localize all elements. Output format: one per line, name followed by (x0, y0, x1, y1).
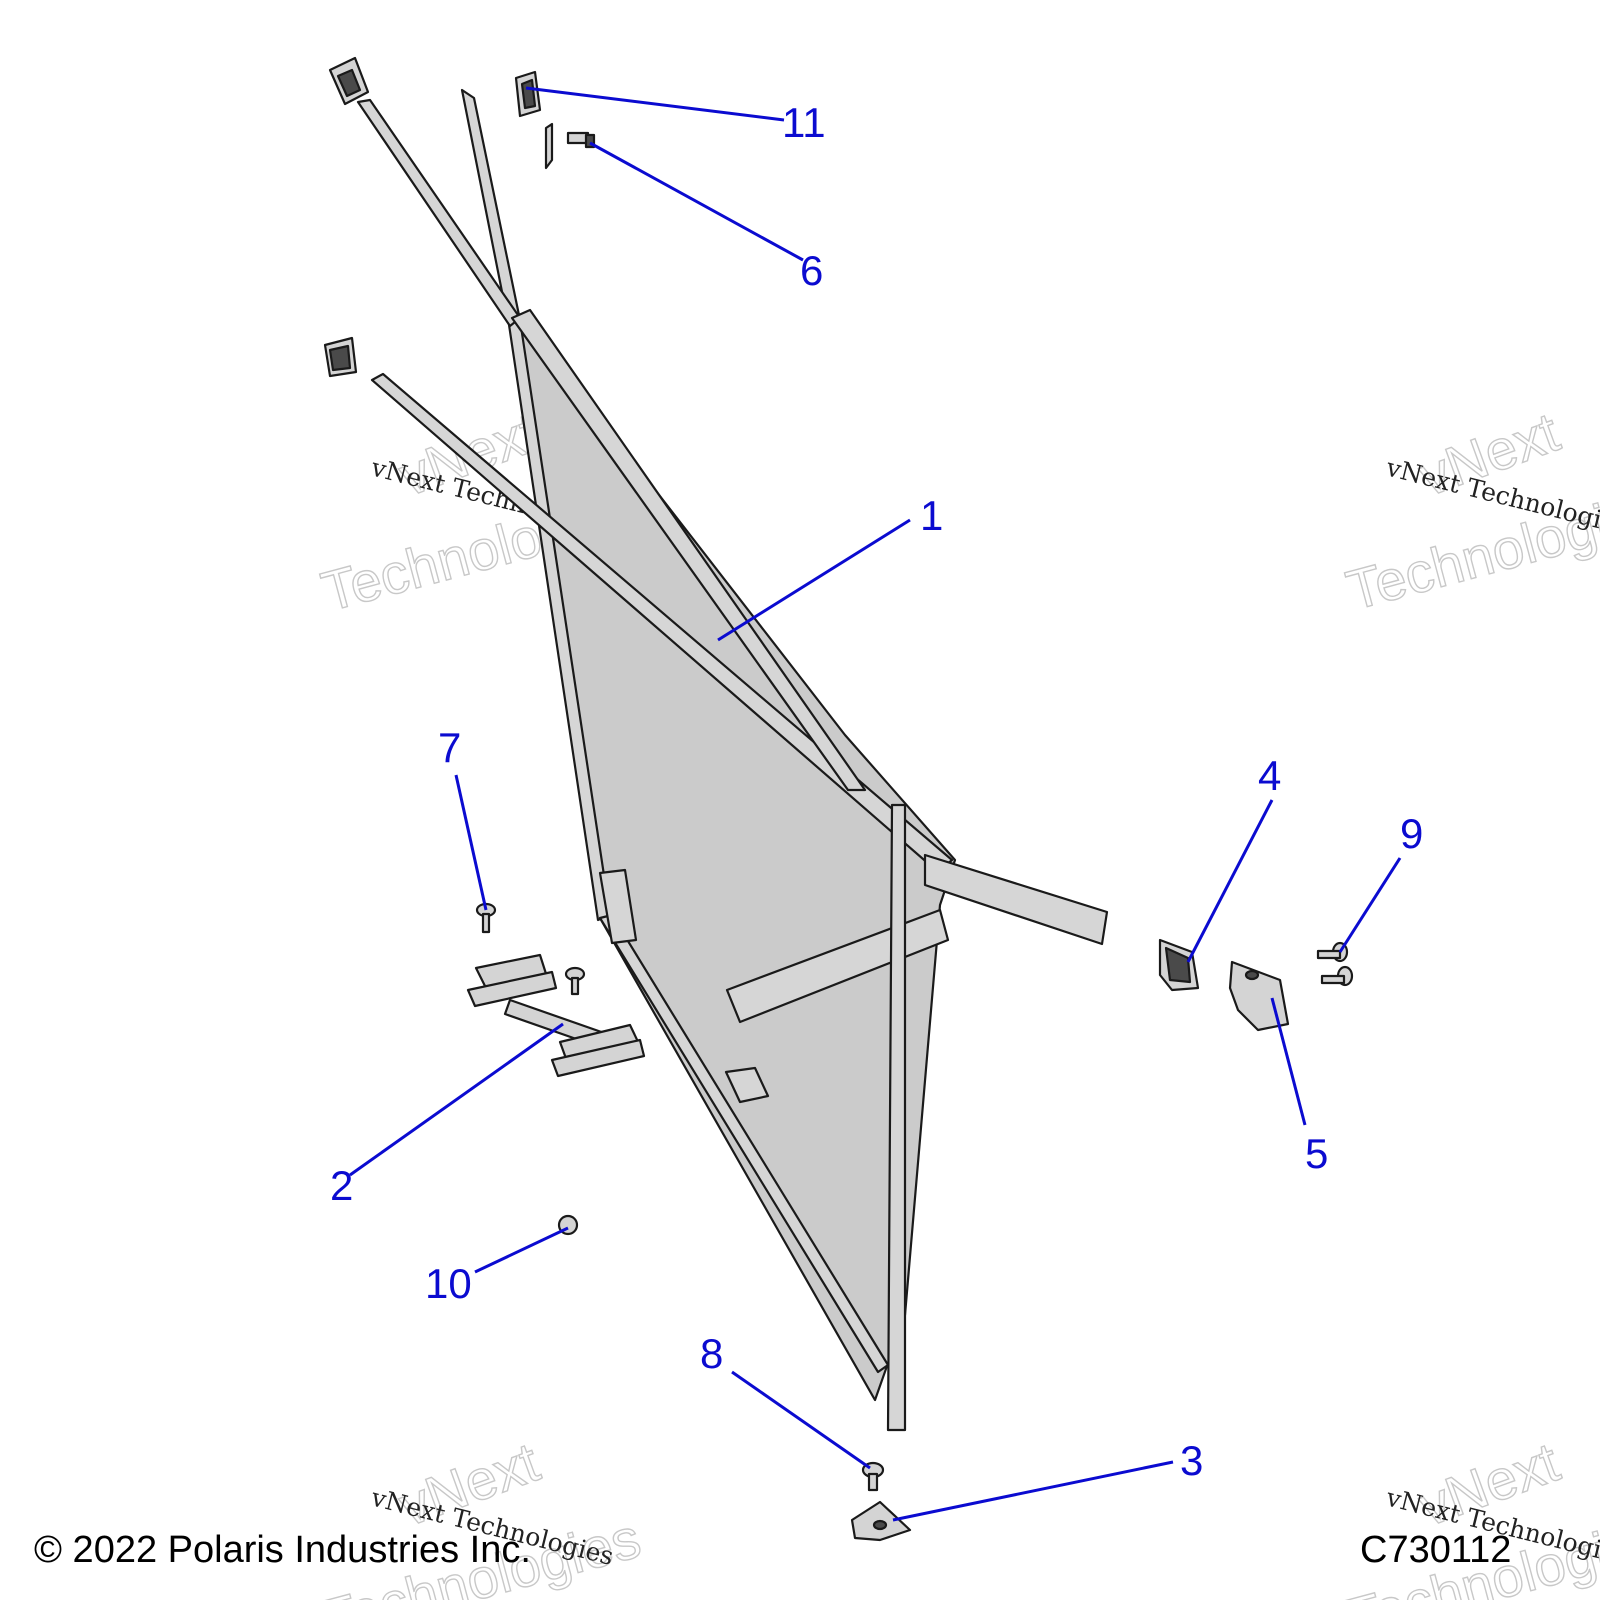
leader-11 (525, 86, 785, 122)
door-panel-part-1 (323, 56, 1109, 1432)
callout-11: 11 (782, 99, 826, 146)
callout-6: 6 (800, 247, 823, 294)
striker-part-5 (1228, 960, 1290, 1032)
drawing-id: C730112 (1360, 1529, 1511, 1571)
leader-1 (717, 518, 911, 642)
leader-7 (454, 774, 488, 911)
clip-part-11 (514, 70, 542, 118)
leader-10 (474, 1226, 569, 1274)
leader-3 (892, 1460, 1174, 1522)
leader-9 (1338, 857, 1402, 953)
leader-2 (349, 1022, 564, 1177)
callout-7: 7 (438, 724, 461, 771)
leader-8 (731, 1370, 871, 1470)
leader-lines (349, 86, 1402, 1522)
screw-near-bracket (564, 966, 586, 996)
copyright-text: © 2022 Polaris Industries Inc. (34, 1529, 531, 1571)
leader-4 (1186, 799, 1274, 963)
callout-2: 2 (330, 1162, 353, 1209)
callout-5: 5 (1305, 1130, 1328, 1177)
callout-3: 3 (1180, 1437, 1203, 1484)
bracket-part-2 (466, 953, 646, 1078)
callout-4: 4 (1258, 752, 1281, 799)
callout-9: 9 (1400, 810, 1423, 857)
watermark-top-right: vNext Technologies vNext Technologies (1339, 399, 1600, 623)
watermark-bottom-right: vNext Technologies vNext Technologies (1339, 1429, 1600, 1600)
callouts: 1 2 3 4 5 6 7 8 9 10 11 (330, 99, 1423, 1484)
latch-part-4 (1158, 938, 1200, 992)
callout-8: 8 (700, 1330, 723, 1377)
screw-part-6 (544, 122, 596, 170)
callout-1: 1 (920, 492, 943, 539)
watermark-bottom-left: vNext Technologies vNext Technologies (314, 1429, 647, 1600)
latch-plate-part-3 (850, 1500, 912, 1542)
screws-part-9 (1316, 941, 1354, 987)
callout-10: 10 (425, 1260, 472, 1307)
leader-5 (1270, 997, 1307, 1126)
screw-part-8 (861, 1461, 885, 1492)
leader-6 (589, 141, 804, 262)
